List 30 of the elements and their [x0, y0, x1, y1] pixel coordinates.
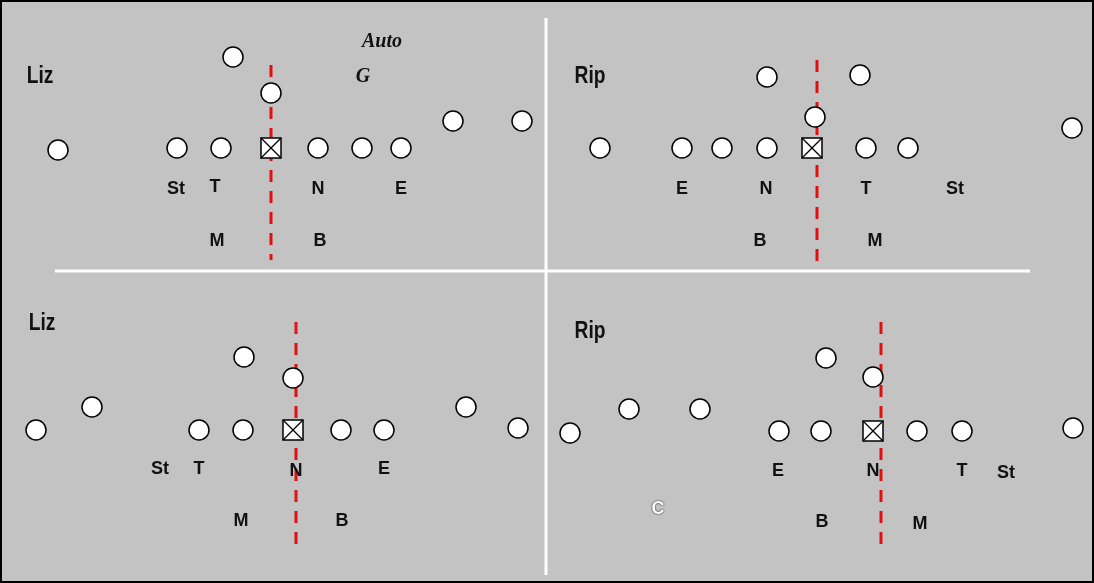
position-label: M	[233, 511, 249, 529]
position-label: N	[311, 179, 325, 197]
position-label: Liz	[28, 310, 56, 334]
position-label: St	[997, 463, 1015, 481]
position-label: N	[866, 461, 880, 479]
position-label: Liz	[26, 63, 54, 87]
position-label: St	[946, 179, 964, 197]
position-label: T	[193, 459, 205, 477]
position-label: Auto	[362, 30, 402, 50]
position-label: E	[772, 461, 784, 479]
position-label: T	[956, 461, 968, 479]
position-label: B	[753, 231, 767, 249]
position-label: B	[335, 511, 349, 529]
position-label: E	[676, 179, 688, 197]
position-label: M	[912, 514, 928, 532]
position-label: M	[209, 231, 225, 249]
position-label: St	[167, 179, 185, 197]
position-label: T	[209, 177, 221, 195]
position-label: Rip	[574, 318, 606, 342]
position-label: B	[313, 231, 327, 249]
position-label: E	[395, 179, 407, 197]
position-label: B	[815, 512, 829, 530]
position-label: Rip	[574, 63, 606, 87]
position-label: T	[860, 179, 872, 197]
position-label: G	[355, 65, 371, 85]
position-label: N	[289, 461, 303, 479]
position-label: E	[378, 459, 390, 477]
position-label: St	[151, 459, 169, 477]
position-label: M	[867, 231, 883, 249]
position-label: N	[759, 179, 773, 197]
